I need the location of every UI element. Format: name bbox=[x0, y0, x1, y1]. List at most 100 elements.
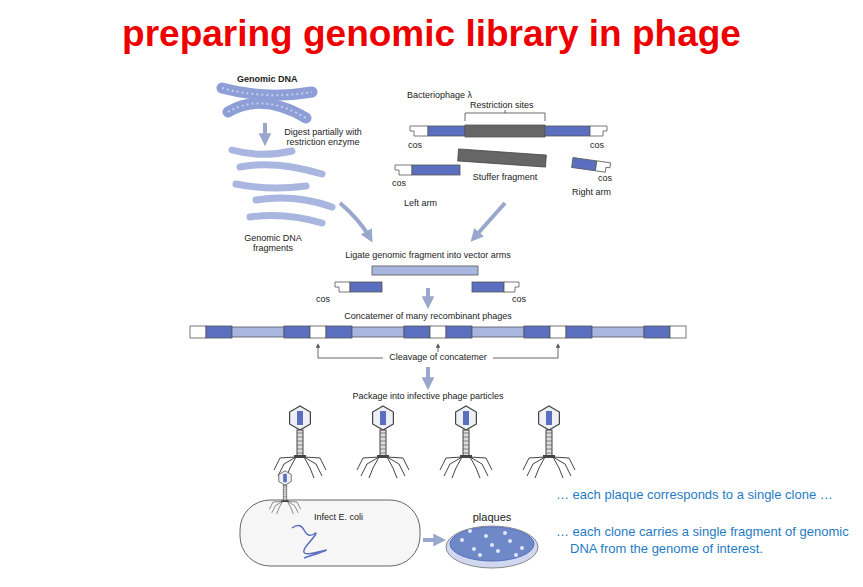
chromosome bbox=[228, 103, 306, 118]
phage bbox=[463, 445, 469, 446]
e-coli-cell bbox=[240, 500, 420, 566]
chromosome bbox=[222, 88, 312, 95]
phage bbox=[546, 437, 552, 438]
process-arrow bbox=[263, 123, 267, 141]
phage bbox=[463, 433, 469, 434]
phage bbox=[440, 457, 462, 470]
cleavage-bracket bbox=[558, 345, 559, 358]
concatemer bbox=[404, 326, 430, 338]
petri-dish bbox=[496, 549, 500, 553]
figure-label: Left arm bbox=[404, 198, 454, 208]
page-title: preparing genomic library in phage bbox=[0, 14, 863, 55]
phage bbox=[463, 449, 469, 450]
stuffer-fragment bbox=[458, 149, 547, 167]
e-coli-cell bbox=[292, 525, 326, 558]
phage bbox=[463, 453, 469, 454]
phage bbox=[279, 471, 291, 485]
right-arm bbox=[595, 161, 610, 173]
petri-dish bbox=[484, 534, 488, 538]
phage bbox=[274, 406, 326, 478]
phage bbox=[269, 471, 300, 514]
concatemer bbox=[190, 326, 206, 338]
phage bbox=[297, 453, 303, 454]
phage bbox=[297, 445, 303, 446]
phage bbox=[380, 430, 386, 456]
figure-label: Stuffer fragment bbox=[460, 172, 550, 182]
phage bbox=[380, 437, 386, 438]
figure-label: cos bbox=[512, 294, 532, 304]
phage bbox=[387, 457, 409, 470]
phage bbox=[380, 411, 386, 425]
phage bbox=[456, 406, 477, 430]
petri-dish bbox=[472, 547, 476, 551]
left-arm bbox=[412, 165, 460, 175]
figure-label: Genomic DNA fragments bbox=[238, 233, 308, 254]
phage bbox=[440, 406, 492, 478]
phage bbox=[444, 457, 462, 476]
concatemer bbox=[592, 327, 644, 337]
dna-fragments bbox=[232, 150, 332, 223]
infecting-phage bbox=[269, 471, 300, 514]
dna-fragments bbox=[232, 150, 292, 154]
figure-label: Genomic DNA bbox=[237, 74, 317, 84]
concatemer bbox=[446, 326, 472, 338]
phage bbox=[470, 457, 492, 470]
concatemer bbox=[352, 327, 404, 337]
process-arrow bbox=[340, 203, 370, 238]
phage bbox=[470, 457, 488, 476]
phage bbox=[380, 441, 386, 442]
process-arrow bbox=[474, 203, 505, 238]
petri-dish bbox=[468, 529, 472, 533]
figure-label: Infect E. coli bbox=[314, 512, 414, 522]
concatemer bbox=[326, 326, 352, 338]
phage bbox=[539, 406, 560, 430]
petri-dish bbox=[514, 553, 518, 557]
concatemer bbox=[566, 326, 592, 338]
dna-fragments bbox=[236, 184, 306, 188]
figure-label: cos bbox=[392, 178, 412, 188]
phage bbox=[361, 457, 379, 476]
phage bbox=[297, 449, 303, 450]
figure-label: cos bbox=[598, 173, 618, 183]
concatemer bbox=[206, 326, 232, 338]
phage bbox=[546, 445, 552, 446]
phage bbox=[463, 437, 469, 438]
phage bbox=[553, 457, 571, 476]
phage bbox=[546, 441, 552, 442]
concatemer bbox=[644, 326, 670, 338]
phage bbox=[283, 474, 287, 482]
phage bbox=[269, 501, 282, 509]
left-arm bbox=[395, 165, 460, 175]
phage bbox=[357, 457, 379, 470]
concatemer bbox=[190, 326, 686, 338]
figure-label: plaques bbox=[462, 511, 522, 524]
phage bbox=[463, 441, 469, 442]
process-arrow bbox=[423, 538, 441, 542]
petri-dish bbox=[490, 543, 494, 547]
phage bbox=[290, 406, 311, 430]
phage bbox=[297, 433, 303, 434]
chromosome bbox=[228, 103, 306, 118]
phage bbox=[272, 501, 283, 512]
ligation bbox=[504, 282, 519, 292]
lambda-genome bbox=[465, 125, 545, 137]
ligation bbox=[472, 282, 504, 292]
restriction-site-bracket bbox=[465, 110, 545, 121]
petri-dish bbox=[508, 539, 512, 543]
figure-label: cos bbox=[590, 140, 610, 150]
lambda-genome bbox=[590, 126, 607, 136]
figure-label: Digest partially with restriction enzyme bbox=[283, 127, 363, 148]
petri-dish bbox=[446, 526, 538, 568]
phage bbox=[523, 406, 575, 478]
petri-dish bbox=[478, 553, 482, 557]
process-arrow bbox=[426, 288, 430, 304]
phage bbox=[527, 457, 545, 476]
concatemer bbox=[430, 326, 446, 338]
ligation bbox=[335, 282, 350, 292]
cleavage-bracket bbox=[318, 345, 319, 358]
right-arm bbox=[572, 158, 597, 171]
ligation bbox=[372, 266, 478, 275]
ligation bbox=[350, 282, 382, 292]
phage bbox=[287, 501, 298, 512]
restriction-site-bracket bbox=[505, 110, 506, 113]
